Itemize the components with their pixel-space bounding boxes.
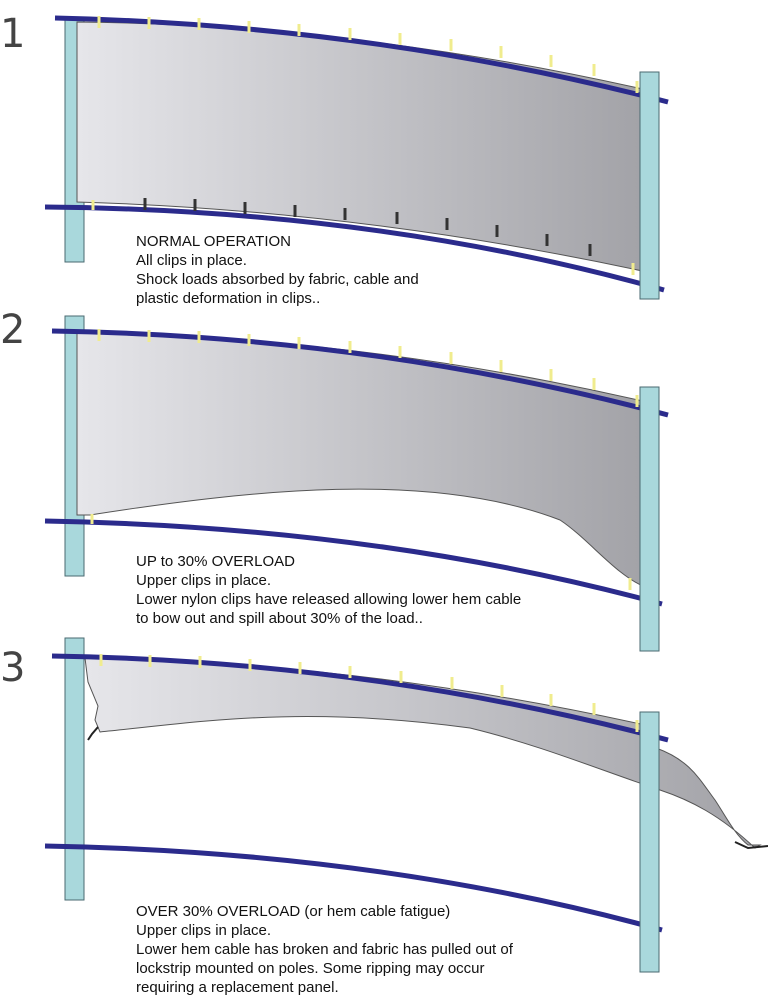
upper-clips xyxy=(97,329,639,407)
left-pole xyxy=(64,637,85,901)
stage-1-number: 1 xyxy=(0,11,26,57)
caption-line: to bow out and spill about 30% of the lo… xyxy=(136,610,423,627)
caption-line: Upper clips in place. xyxy=(136,922,272,939)
caption-line: Shock loads absorbed by fabric, cable an… xyxy=(136,271,419,288)
upper-hem-cable xyxy=(54,15,669,105)
upper-clips xyxy=(99,654,639,732)
caption-line: Upper clips in place. xyxy=(136,572,272,589)
torn-edge xyxy=(734,841,768,850)
stage-2-drawing xyxy=(44,315,669,652)
fabric-panel xyxy=(76,332,648,589)
upper-hem-cable xyxy=(51,653,669,743)
broken-lower-hem-cable xyxy=(44,843,663,933)
caption-line: Lower nylon clips have released allowing… xyxy=(136,591,522,608)
upper-clips xyxy=(97,16,639,93)
stage-3-drawing xyxy=(44,637,768,973)
caption-line: plastic deformation in clips.. xyxy=(136,290,321,307)
torn-edge xyxy=(87,726,99,741)
lower-hem-cable xyxy=(44,518,663,607)
right-pole xyxy=(639,386,660,652)
right-pole xyxy=(639,71,660,300)
fabric-panel xyxy=(84,657,762,849)
stage-1-caption: NORMAL OPERATION All clips in place. Sho… xyxy=(136,232,419,308)
stage-2-number: 2 xyxy=(0,307,26,353)
caption-line: requiring a replacement panel. xyxy=(136,979,339,996)
stage-3-caption: OVER 30% OVERLOAD (or hem cable fatigue)… xyxy=(136,902,513,997)
stage-1-drawing xyxy=(44,15,669,300)
caption-line: lockstrip mounted on poles. Some ripping… xyxy=(136,960,485,977)
caption-heading: UP to 30% OVERLOAD xyxy=(136,553,295,570)
caption-line: All clips in place. xyxy=(136,252,247,269)
lower-clips xyxy=(91,198,635,275)
lower-clips xyxy=(90,514,632,590)
stage-2-caption: UP to 30% OVERLOAD Upper clips in place.… xyxy=(136,552,521,628)
right-pole xyxy=(639,711,660,973)
caption-heading: OVER 30% OVERLOAD (or hem cable fatigue) xyxy=(136,903,451,920)
lower-hem-cable xyxy=(44,204,665,293)
stage-3-number: 3 xyxy=(0,645,26,691)
caption-line: Lower hem cable has broken and fabric ha… xyxy=(136,941,513,958)
caption-heading: NORMAL OPERATION xyxy=(136,233,292,250)
upper-hem-cable xyxy=(51,328,669,418)
